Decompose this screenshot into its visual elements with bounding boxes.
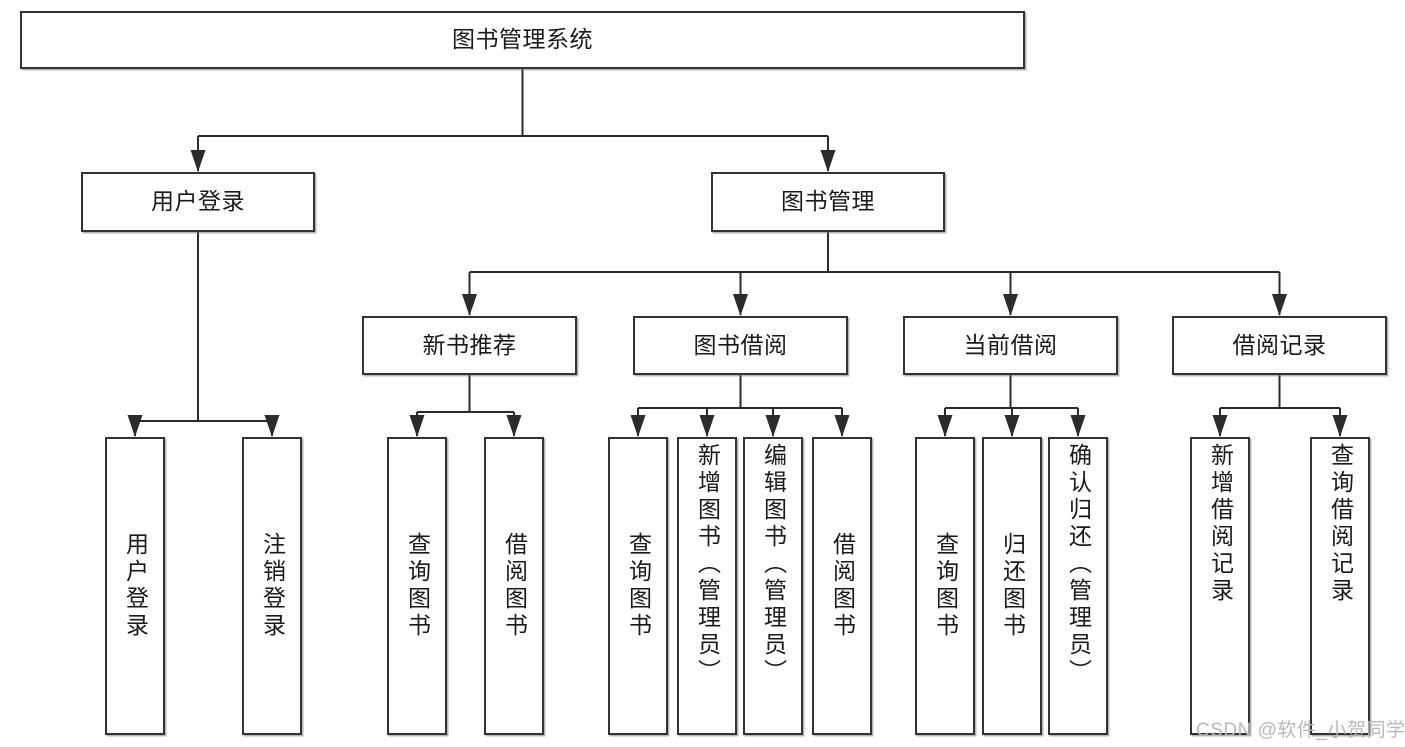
node-label: 借阅图书 <box>829 532 856 640</box>
node-label: 查询图书 <box>932 532 959 640</box>
node-label: 编辑图书（管理员） <box>760 443 787 686</box>
node-current[interactable]: 当前借阅 <box>903 316 1118 375</box>
node-label: 图书管理系统 <box>452 26 593 53</box>
node-l9[interactable]: 查询图书 <box>915 437 975 735</box>
node-l2[interactable]: 注销登录 <box>242 437 302 735</box>
node-login[interactable]: 用户登录 <box>81 172 315 232</box>
node-l6[interactable]: 新增图书（管理员） <box>677 437 737 735</box>
node-l3[interactable]: 查询图书 <box>387 437 447 735</box>
node-label: 新书推荐 <box>422 331 517 358</box>
node-l8[interactable]: 借阅图书 <box>812 437 872 735</box>
node-root[interactable]: 图书管理系统 <box>20 11 1025 69</box>
node-borrow[interactable]: 图书借阅 <box>633 316 848 375</box>
node-label: 当前借阅 <box>963 331 1058 358</box>
node-l5[interactable]: 查询图书 <box>608 437 668 735</box>
node-l12[interactable]: 新增借阅记录 <box>1190 437 1250 735</box>
node-label: 图书管理 <box>781 188 875 215</box>
node-label: 查询图书 <box>404 532 431 640</box>
node-label: 用户登录 <box>122 532 149 640</box>
node-label: 查询借阅记录 <box>1327 443 1354 605</box>
node-bookmgmt[interactable]: 图书管理 <box>711 172 945 232</box>
node-label: 注销登录 <box>259 532 286 640</box>
node-newbook[interactable]: 新书推荐 <box>362 316 577 375</box>
node-l1[interactable]: 用户登录 <box>105 437 165 735</box>
node-label: 用户登录 <box>151 188 245 215</box>
node-records[interactable]: 借阅记录 <box>1172 316 1387 375</box>
node-l4[interactable]: 借阅图书 <box>484 437 544 735</box>
node-label: 确认归还（管理员） <box>1065 443 1092 686</box>
node-label: 借阅记录 <box>1232 331 1327 358</box>
node-label: 借阅图书 <box>501 532 528 640</box>
node-label: 新增借阅记录 <box>1207 443 1234 605</box>
node-l7[interactable]: 编辑图书（管理员） <box>743 437 803 735</box>
node-label: 归还图书 <box>999 532 1026 640</box>
node-l13[interactable]: 查询借阅记录 <box>1310 437 1370 735</box>
node-label: 查询图书 <box>625 532 652 640</box>
node-l11[interactable]: 确认归还（管理员） <box>1048 437 1108 735</box>
watermark: CSDN @软件_小贺同学 <box>1196 720 1405 741</box>
node-label: 图书借阅 <box>693 331 788 358</box>
node-label: 新增图书（管理员） <box>694 443 721 686</box>
node-l10[interactable]: 归还图书 <box>982 437 1042 735</box>
